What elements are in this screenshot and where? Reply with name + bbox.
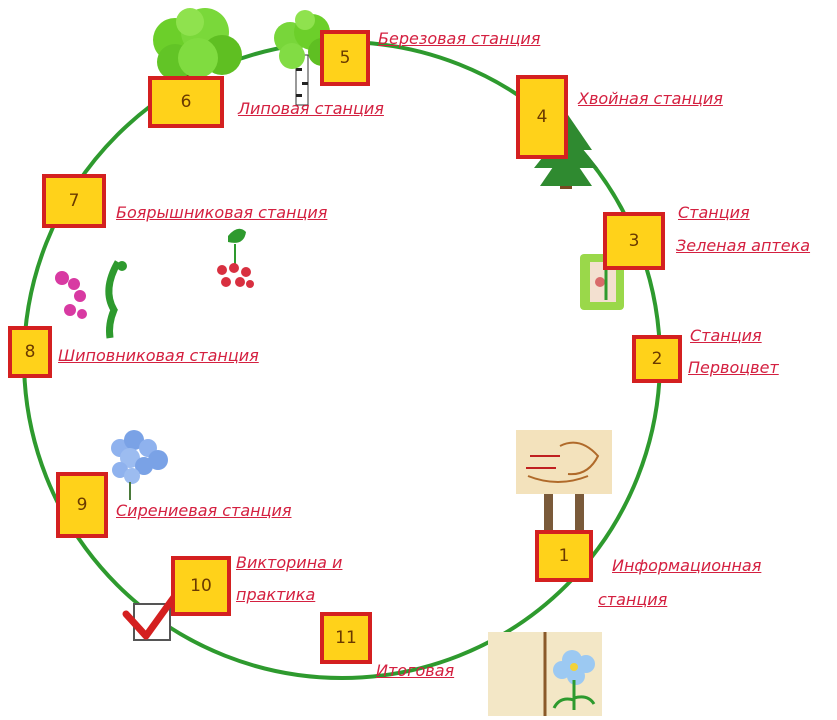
- station-2-label: Станция: [690, 326, 762, 345]
- station-9-label: Сирениевая станция: [116, 501, 292, 520]
- linden-tree-icon: [153, 8, 242, 104]
- station-10-box: 10: [171, 556, 231, 616]
- station-7-label: Боярышниковая станция: [116, 203, 328, 222]
- station-5-box: 5: [320, 30, 370, 86]
- hawthorn-icon: [217, 228, 254, 288]
- station-1-label-line2: станция: [598, 590, 668, 609]
- station-2-label-line2: Первоцвет: [688, 358, 779, 377]
- lilac-icon: [111, 430, 168, 500]
- primrose-card-icon: [488, 632, 602, 716]
- station-1-box: 1: [535, 530, 593, 582]
- info-board-icon: [516, 430, 612, 536]
- station-11-label: Итоговая: [376, 661, 455, 680]
- station-8-box: 8: [8, 326, 52, 378]
- station-3-label-line2: Зеленая аптека: [676, 236, 811, 255]
- rosehip-icon: [55, 260, 127, 339]
- station-1-label: Информационная: [612, 556, 762, 575]
- station-5-label: Березовая станция: [378, 29, 541, 48]
- station-6-box: 6: [148, 76, 224, 128]
- station-2-box: 2: [632, 335, 682, 383]
- station-3-box: 3: [603, 212, 665, 270]
- station-10-label: Викторина и: [236, 553, 343, 572]
- checkmark-icon: [122, 582, 186, 641]
- station-9-box: 9: [56, 472, 108, 538]
- station-8-label: Шиповниковая станция: [58, 346, 259, 365]
- station-11-box: 11: [320, 612, 372, 664]
- station-4-label: Хвойная станция: [578, 89, 723, 108]
- station-7-box: 7: [42, 174, 106, 228]
- station-3-label: Станция: [678, 203, 750, 222]
- station-4-box: 4: [516, 75, 568, 159]
- station-6-label: Липовая станция: [238, 99, 384, 118]
- station-10-label-line2: практика: [236, 585, 316, 604]
